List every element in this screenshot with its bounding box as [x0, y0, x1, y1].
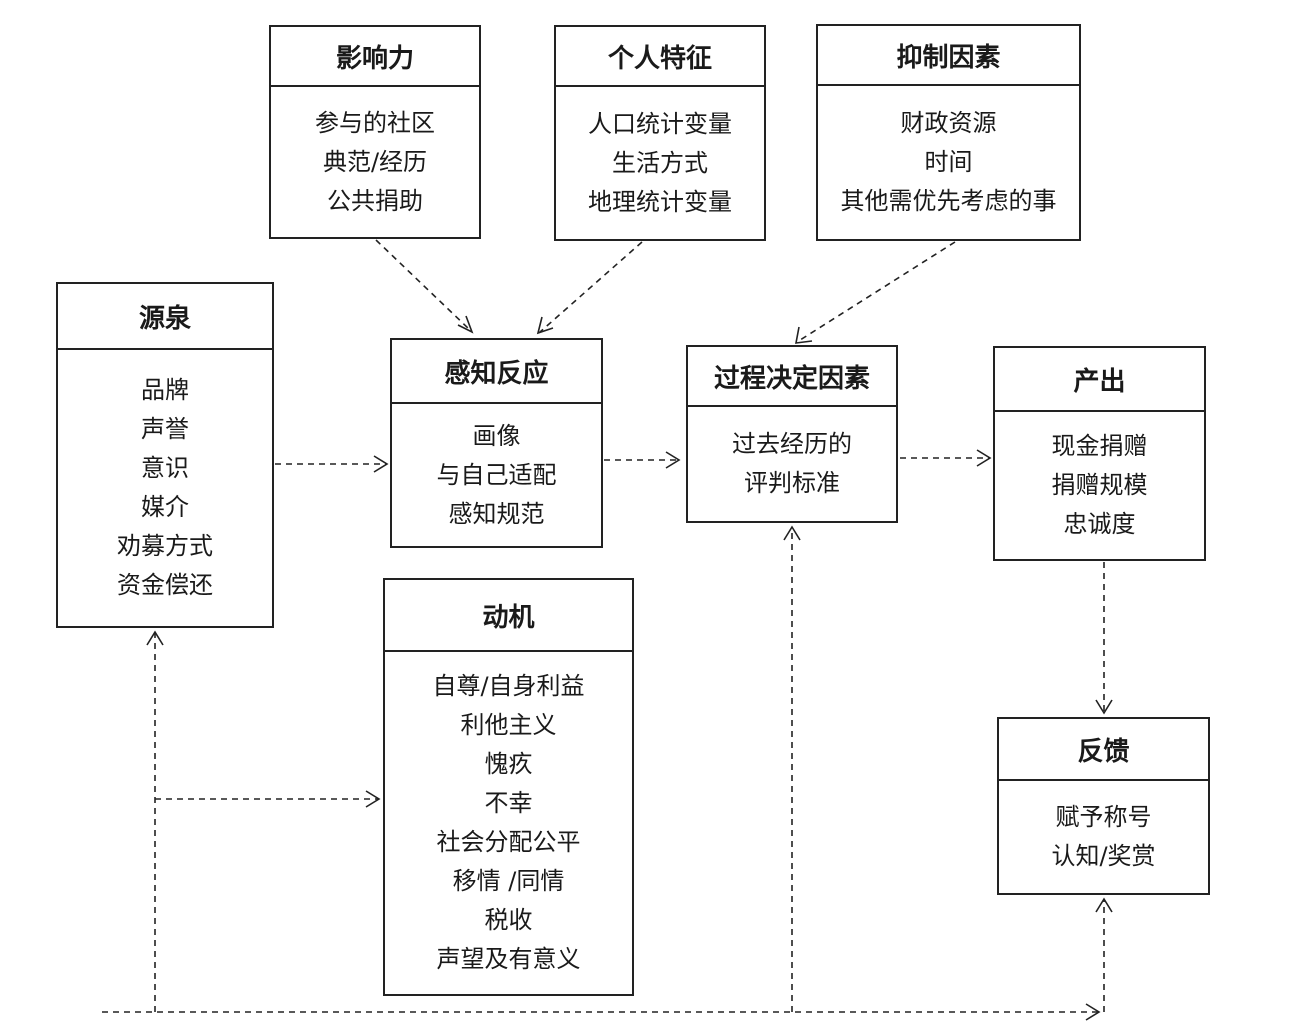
- source-item: 意识: [141, 454, 189, 482]
- arrowhead: [665, 451, 681, 469]
- personal-traits-items: 人口统计变量 生活方式 地理统计变量: [556, 87, 764, 239]
- influence-box: 影响力 参与的社区 典范/经历 公共捐助: [269, 25, 481, 239]
- motivation-title: 动机: [385, 580, 632, 652]
- arrowhead: [1085, 1003, 1101, 1021]
- arrowhead: [795, 326, 813, 344]
- feedback-box: 反馈 赋予称号 认知/奖赏: [997, 717, 1210, 895]
- personal-traits-title: 个人特征: [556, 27, 764, 87]
- arrowhead: [457, 315, 474, 334]
- influence-title: 影响力: [271, 27, 479, 87]
- source-item: 媒介: [141, 493, 189, 521]
- inhibitors-title: 抑制因素: [818, 26, 1079, 86]
- motivation-item: 移情 /同情: [452, 867, 565, 895]
- motivation-box: 动机 自尊/自身利益 利他主义 愧疚 不幸 社会分配公平 移情 /同情 税收 声…: [383, 578, 634, 996]
- output-item: 现金捐赠: [1051, 432, 1148, 460]
- source-item: 资金偿还: [117, 571, 213, 599]
- influence-item: 典范/经历: [322, 147, 428, 176]
- inhibitors-item: 时间: [924, 148, 973, 176]
- motivation-item: 自尊/自身利益: [432, 672, 585, 700]
- process-item: 过去经历的: [732, 430, 852, 458]
- output-items: 现金捐赠 捐赠规模 忠诚度: [995, 412, 1204, 559]
- output-title: 产出: [995, 348, 1204, 412]
- arrowhead: [146, 630, 164, 646]
- perception-items: 画像 与自己适配 感知规范: [392, 404, 601, 546]
- motivation-item: 利他主义: [460, 711, 557, 739]
- inhibitors-item: 其他需优先考虑的事: [840, 187, 1057, 215]
- motivation-item: 社会分配公平: [436, 828, 581, 856]
- source-item: 声誉: [141, 415, 189, 443]
- personal-traits-item: 人口统计变量: [588, 109, 732, 138]
- perception-box: 感知反应 画像 与自己适配 感知规范: [390, 338, 603, 548]
- personal-traits-item: 地理统计变量: [588, 187, 732, 216]
- process-title: 过程决定因素: [688, 347, 896, 407]
- perception-item: 与自己适配: [436, 460, 557, 489]
- process-items: 过去经历的 评判标准: [688, 407, 896, 521]
- influence-item: 参与的社区: [315, 108, 435, 137]
- output-box: 产出 现金捐赠 捐赠规模 忠诚度: [993, 346, 1206, 561]
- source-items: 品牌 声誉 意识 媒介 劝募方式 资金偿还: [58, 350, 272, 626]
- feedback-item: 认知/奖赏: [1051, 842, 1156, 870]
- output-item: 忠诚度: [1063, 510, 1136, 538]
- influence-item: 公共捐助: [327, 186, 423, 215]
- source-item: 品牌: [141, 376, 189, 404]
- inhibitors-items: 财政资源 时间 其他需优先考虑的事: [818, 86, 1079, 239]
- edge-inhibitors-to-process: [796, 241, 956, 343]
- personal-traits-box: 个人特征 人口统计变量 生活方式 地理统计变量: [554, 25, 766, 241]
- process-box: 过程决定因素 过去经历的 评判标准: [686, 345, 898, 523]
- motivation-item: 不幸: [484, 789, 533, 817]
- process-item: 评判标准: [744, 469, 840, 497]
- edge-personal-to-perception: [539, 241, 643, 333]
- arrowhead: [373, 455, 389, 473]
- feedback-title: 反馈: [999, 719, 1208, 781]
- feedback-items: 赋予称号 认知/奖赏: [999, 781, 1208, 893]
- motivation-item: 税收: [484, 906, 533, 934]
- inhibitors-box: 抑制因素 财政资源 时间 其他需优先考虑的事: [816, 24, 1081, 241]
- perception-item: 画像: [472, 421, 521, 450]
- feedback-item: 赋予称号: [1055, 803, 1152, 831]
- motivation-item: 愧疚: [484, 750, 533, 778]
- arrowhead: [783, 525, 801, 541]
- source-box: 源泉 品牌 声誉 意识 媒介 劝募方式 资金偿还: [56, 282, 274, 628]
- motivation-items: 自尊/自身利益 利他主义 愧疚 不幸 社会分配公平 移情 /同情 税收 声望及有…: [385, 652, 632, 994]
- perception-title: 感知反应: [392, 340, 601, 404]
- arrowhead: [536, 316, 554, 335]
- arrowhead: [1095, 699, 1113, 715]
- influence-items: 参与的社区 典范/经历 公共捐助: [271, 87, 479, 237]
- source-title: 源泉: [58, 284, 272, 350]
- edge-influence-to-perception: [375, 239, 471, 331]
- inhibitors-item: 财政资源: [900, 109, 997, 137]
- arrowhead: [365, 790, 381, 808]
- perception-item: 感知规范: [448, 499, 545, 528]
- arrowhead: [976, 449, 992, 467]
- source-item: 劝募方式: [117, 532, 213, 560]
- arrowhead: [1095, 897, 1113, 913]
- output-item: 捐赠规模: [1051, 471, 1148, 499]
- personal-traits-item: 生活方式: [612, 148, 708, 177]
- motivation-item: 声望及有意义: [436, 945, 581, 973]
